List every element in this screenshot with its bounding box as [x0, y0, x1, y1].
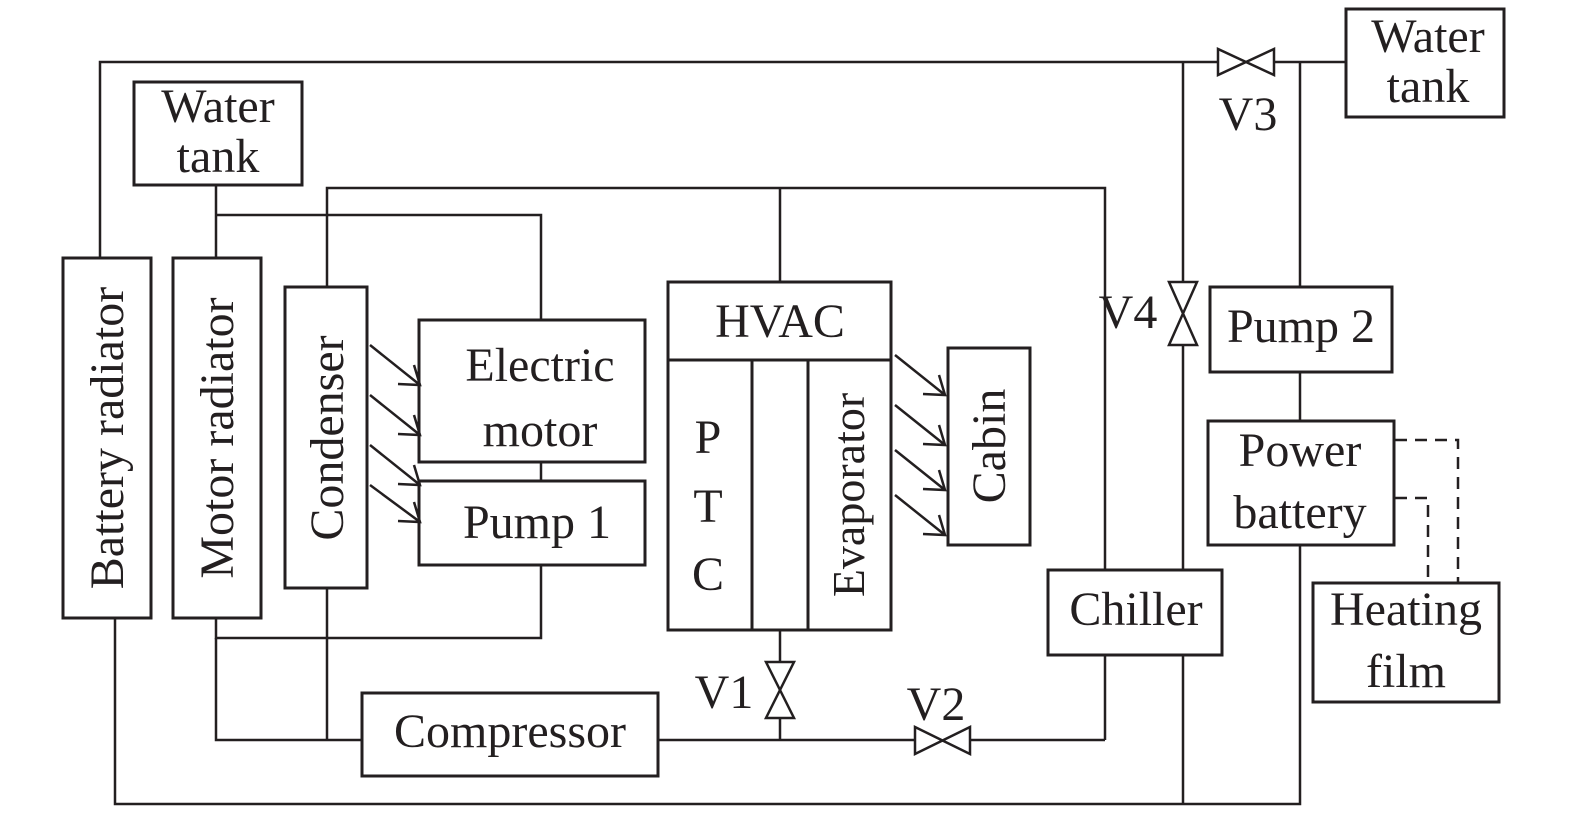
pipe-motor-top	[216, 213, 543, 320]
pump-1-label: Pump 1	[463, 496, 611, 549]
valve-v3-label: V3	[1219, 88, 1278, 141]
pipes	[98, 60, 1460, 806]
heat-arrow-icon	[894, 449, 947, 492]
pipe-motor-bottom	[214, 565, 543, 640]
condenser-label: Condenser	[301, 335, 354, 540]
heat-arrows-condenser	[369, 344, 422, 524]
heat-arrow-icon	[894, 494, 947, 537]
valve-v2: V2	[907, 678, 972, 757]
wire-heating-film-outer	[1395, 438, 1460, 583]
pump-2: Pump 2	[1208, 285, 1394, 374]
compressor-label: Compressor	[394, 705, 626, 758]
heat-arrow-icon	[369, 394, 422, 437]
pipe-ref-top	[325, 186, 1107, 570]
power-battery-label-2: battery	[1233, 486, 1366, 539]
pipe-battery-top	[98, 60, 1218, 258]
ptc-label-c: C	[692, 548, 724, 601]
evaporator-label: Evaporator	[823, 393, 874, 597]
cabin-label: Cabin	[963, 389, 1016, 504]
pump-2-label: Pump 2	[1227, 300, 1375, 353]
valve-v1-icon	[763, 660, 797, 720]
pipe-battery-bottom	[113, 545, 1302, 806]
ptc-label-t: T	[693, 480, 722, 533]
water-tank-left-label-2: tank	[177, 130, 260, 183]
electric-motor-label-1: Electric	[465, 339, 614, 392]
valve-v2-icon	[913, 724, 972, 757]
cabin: Cabin	[946, 346, 1032, 547]
heat-arrow-icon	[369, 344, 422, 387]
pipe-ref-left	[214, 638, 362, 742]
heat-arrow-icon	[369, 483, 422, 524]
water-tank-right-label-2: tank	[1387, 60, 1470, 113]
water-tank-left: Water tank	[132, 80, 304, 187]
ptc-label-p: P	[695, 411, 722, 464]
valve-v4: V4	[1099, 280, 1199, 347]
battery-radiator: Battery radiator	[61, 256, 153, 620]
heating-film: Heating film	[1311, 581, 1501, 704]
heat-arrow-icon	[894, 354, 947, 397]
valve-v3-icon	[1216, 47, 1276, 77]
condenser: Condenser	[283, 285, 369, 590]
electric-motor-label-2: motor	[483, 404, 598, 457]
heat-arrows-evaporator	[894, 354, 947, 537]
heat-arrow-icon	[369, 444, 422, 487]
chiller-label: Chiller	[1069, 583, 1202, 636]
heating-film-label-2: film	[1366, 645, 1446, 698]
wire-heating-film-inner	[1395, 496, 1430, 583]
water-tank-left-label-1: Water	[161, 80, 274, 133]
water-tank-right-label-1: Water	[1371, 10, 1484, 63]
motor-radiator-label: Motor radiator	[191, 297, 244, 578]
valve-v4-label: V4	[1099, 286, 1158, 339]
heating-film-label-1: Heating	[1330, 583, 1482, 636]
evaporator: Evaporator	[806, 358, 893, 632]
battery-radiator-label: Battery radiator	[81, 287, 134, 590]
compressor: Compressor	[360, 691, 660, 778]
water-tank-right: Water tank	[1344, 7, 1506, 119]
ptc-heater: P T C	[666, 358, 754, 632]
pump-1: Pump 1	[417, 479, 647, 567]
valve-v1-label: V1	[695, 666, 754, 719]
heat-arrow-icon	[894, 404, 947, 447]
valve-v1: V1	[695, 660, 797, 720]
hvac-label: HVAC	[715, 295, 845, 348]
motor-radiator: Motor radiator	[171, 256, 263, 620]
power-battery-label-1: Power	[1239, 424, 1362, 477]
valve-v2-label: V2	[907, 678, 966, 731]
valve-v4-icon	[1167, 280, 1199, 347]
valve-v3: V3	[1216, 47, 1278, 141]
chiller: Chiller	[1046, 568, 1224, 657]
power-battery: Power battery	[1206, 419, 1396, 547]
electric-motor: Electric motor	[417, 318, 647, 464]
